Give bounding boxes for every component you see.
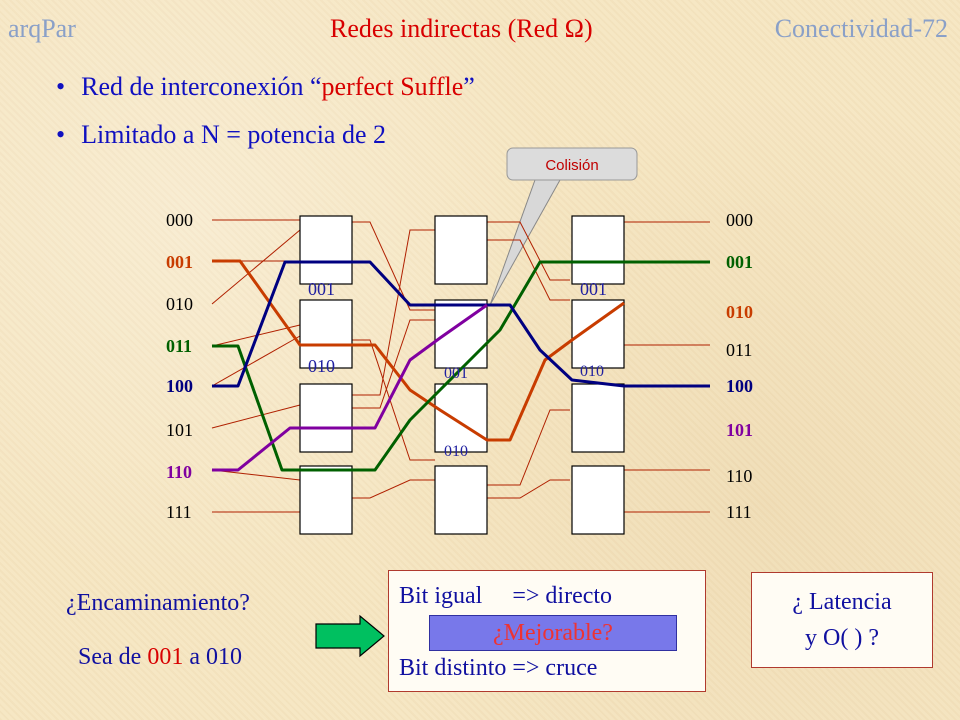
input-label-000: 000 bbox=[166, 210, 193, 230]
routing-tag: 010 bbox=[444, 443, 468, 460]
rule-equal-bit: Bit igual => directo bbox=[399, 583, 613, 609]
bullet-highlight: perfect Suffle bbox=[321, 72, 464, 101]
routing-tag: 010 bbox=[580, 363, 604, 380]
switch-s3-0 bbox=[571, 215, 625, 285]
switch-s3-2 bbox=[571, 383, 625, 453]
shuffle-wires bbox=[211, 219, 710, 513]
input-label-110: 110 bbox=[166, 462, 192, 482]
output-label-000: 000 bbox=[726, 210, 753, 230]
output-labels: 000 001 010 011 100 101 110 111 bbox=[726, 210, 753, 522]
output-label-111: 111 bbox=[726, 502, 752, 522]
wire bbox=[211, 229, 301, 305]
switch-s1-2 bbox=[299, 383, 353, 453]
wire bbox=[352, 229, 435, 396]
output-label-100: 100 bbox=[726, 376, 753, 396]
routing-tag: 001 bbox=[308, 279, 335, 299]
input-label-011: 011 bbox=[166, 336, 192, 356]
collision-callout: Colisión bbox=[489, 147, 638, 306]
header-left-title: arqPar bbox=[8, 14, 76, 43]
wire bbox=[487, 409, 570, 486]
callout-bubble bbox=[506, 147, 638, 181]
latency-line-2: y O( ) ? bbox=[805, 625, 879, 651]
example-prefix: Sea de bbox=[78, 644, 148, 670]
routing-example: Sea de 001 a 010 bbox=[78, 644, 242, 671]
header-right-title: Conectividad-72 bbox=[774, 14, 948, 43]
input-label-101: 101 bbox=[166, 420, 193, 440]
routing-tag: 001 bbox=[580, 279, 607, 299]
path-011-to-001 bbox=[212, 260, 710, 472]
wire bbox=[352, 221, 435, 311]
right-arrow-icon bbox=[314, 614, 386, 663]
latency-question-box: ¿ Latencia y O( ) ? bbox=[751, 572, 933, 668]
wire bbox=[487, 221, 570, 281]
header-center-title: Redes indirectas (Red Ω) bbox=[330, 14, 593, 43]
example-destination: 010 bbox=[205, 644, 242, 670]
bullet-power-of-two: • Limitado a N = potencia de 2 bbox=[56, 120, 386, 150]
omega-network-diagram: Colisión bbox=[166, 147, 753, 535]
path-110-collision bbox=[212, 303, 488, 472]
switch-s1-3 bbox=[299, 465, 353, 535]
output-label-101: 101 bbox=[726, 420, 753, 440]
routing-tag: 001 bbox=[444, 365, 468, 382]
bullet-text: Red de interconexión “ bbox=[81, 72, 322, 101]
wire bbox=[211, 404, 301, 429]
switch-s3-3 bbox=[571, 465, 625, 535]
routing-question: ¿Encaminamiento? bbox=[66, 590, 250, 616]
wire bbox=[487, 239, 570, 301]
switch-s2-0 bbox=[434, 215, 488, 285]
callout-label: Colisión bbox=[545, 157, 598, 174]
switch-s1-1 bbox=[299, 299, 353, 369]
switch-s2-3 bbox=[434, 465, 488, 535]
input-labels: 000 001 010 011 100 101 110 111 bbox=[166, 210, 193, 522]
bullet-dot-icon: • bbox=[56, 120, 66, 149]
switch-s2-2 bbox=[434, 383, 488, 453]
routing-tag: 010 bbox=[308, 356, 335, 376]
bullet-perfect-shuffle: • Red de interconexión “perfect Suffle” bbox=[56, 72, 475, 102]
input-label-001: 001 bbox=[166, 252, 193, 272]
bullet-dot-icon: • bbox=[56, 72, 66, 101]
input-label-100: 100 bbox=[166, 376, 193, 396]
routing-rules-box: Bit igual => directo ¿Mejorable? Bit dis… bbox=[388, 570, 706, 692]
routing-paths bbox=[212, 259, 710, 472]
wire bbox=[211, 469, 301, 481]
wire bbox=[211, 335, 301, 387]
wire bbox=[352, 319, 435, 409]
switch-s1-0 bbox=[299, 215, 353, 285]
example-source: 001 bbox=[147, 644, 184, 670]
rule-different-bit: Bit distinto => cruce bbox=[399, 655, 598, 681]
wire bbox=[487, 479, 570, 499]
bullet-suffix: ” bbox=[463, 72, 475, 101]
routing-tags: 001 010 001 010 001 010 bbox=[308, 279, 607, 460]
improvable-banner: ¿Mejorable? bbox=[429, 615, 677, 651]
latency-line-1: ¿ Latencia bbox=[792, 589, 892, 615]
output-label-011: 011 bbox=[726, 340, 752, 360]
wire bbox=[352, 479, 435, 499]
input-label-010: 010 bbox=[166, 294, 193, 314]
switch-grid bbox=[299, 215, 625, 535]
output-label-010: 010 bbox=[726, 302, 753, 322]
path-001-to-010 bbox=[212, 259, 625, 442]
bullet-text: Limitado a N = potencia de 2 bbox=[81, 120, 387, 149]
output-label-001: 001 bbox=[726, 252, 753, 272]
output-label-110: 110 bbox=[726, 466, 752, 486]
example-mid: a bbox=[183, 644, 206, 670]
input-label-111: 111 bbox=[166, 502, 192, 522]
